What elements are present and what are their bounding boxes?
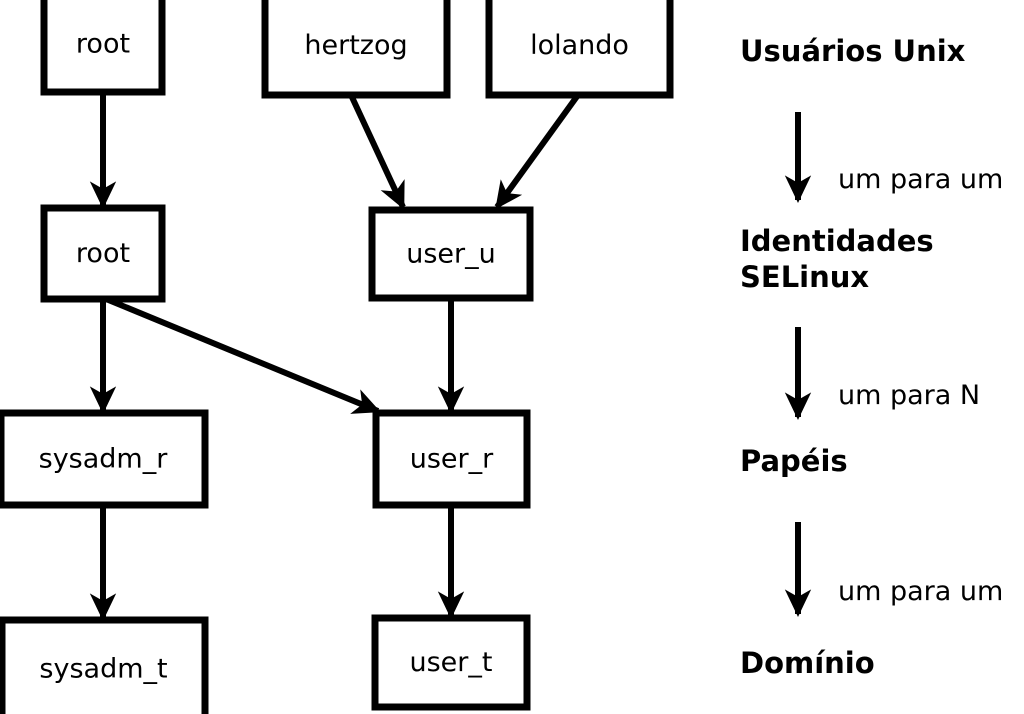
- legend-title-line1: Domínio: [740, 646, 875, 680]
- legend-title-line1: Papéis: [740, 444, 848, 478]
- node-box: [40, 204, 166, 303]
- node-label: user_u: [406, 239, 496, 270]
- node-box: [371, 614, 531, 711]
- node-label: sysadm_t: [39, 654, 167, 685]
- node-label: root: [76, 29, 130, 60]
- level-roles: Papéis: [740, 443, 848, 479]
- node-role-userr[interactable]: user_r: [372, 409, 531, 509]
- edge-arrow: [348, 93, 406, 210]
- node-unix-lolando[interactable]: lolando: [485, 0, 674, 99]
- node-unix-hertzog[interactable]: hertzog: [261, 0, 451, 99]
- node-label: lolando: [530, 30, 629, 61]
- edge-hertzog-useru: [348, 93, 406, 210]
- node-role-sysadmr[interactable]: sysadm_r: [0, 409, 209, 509]
- node-ident-root[interactable]: root: [40, 204, 166, 303]
- node-dom-sysadmt[interactable]: sysadm_t: [0, 616, 209, 714]
- connector-one-to-n-label: um para N: [838, 380, 981, 411]
- node-box: [372, 409, 531, 509]
- node-label: hertzog: [304, 30, 407, 61]
- node-box: [0, 409, 209, 509]
- legend-title-line2: SELinux: [740, 260, 870, 294]
- connector-one-to-one-top-label: um para um: [838, 164, 1004, 195]
- node-ident-useru[interactable]: user_u: [368, 206, 534, 302]
- node-box: [261, 0, 451, 99]
- edges-group: [89, 92, 581, 621]
- node-box: [368, 206, 534, 302]
- node-dom-usert[interactable]: user_t: [371, 614, 531, 711]
- connector-one-to-one-bottom-label: um para um: [838, 576, 1004, 607]
- legend-title-line1: Identidades: [740, 224, 934, 258]
- node-label: root: [76, 238, 130, 269]
- node-box: [485, 0, 674, 99]
- node-box: [0, 616, 209, 714]
- node-unix-root[interactable]: root: [40, 0, 166, 96]
- level-domains: Domínio: [740, 645, 875, 681]
- legend-title-line1: Usuários Unix: [740, 34, 966, 68]
- node-box: [40, 0, 166, 96]
- node-label: user_t: [410, 647, 493, 678]
- edge-identroot-userr: [104, 296, 381, 414]
- edge-lolando-useru: [494, 93, 581, 210]
- level-unix-users: Usuários Unix: [740, 33, 965, 69]
- edge-arrow: [494, 93, 581, 210]
- node-label: sysadm_r: [39, 444, 169, 475]
- node-label: user_r: [410, 444, 494, 475]
- edge-arrow: [104, 296, 381, 414]
